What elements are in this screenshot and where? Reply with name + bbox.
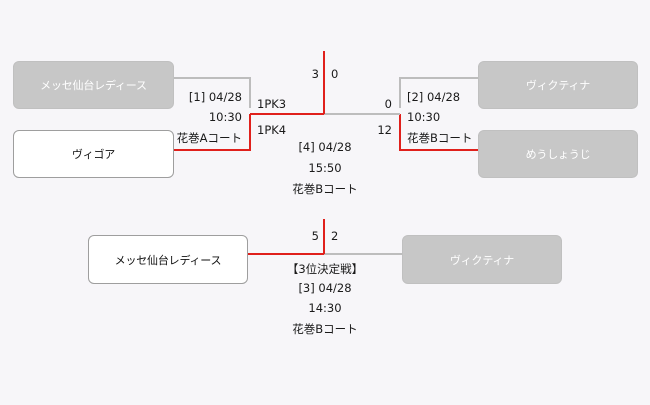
match-date: 04/28 [318, 140, 352, 154]
team-name: メッセ仙台レディース [40, 79, 147, 92]
semi1-bottom-line [174, 114, 251, 151]
final-match-info: [4] 04/28 [250, 140, 400, 154]
match-number: [3] [298, 281, 315, 295]
third-score-left: 5 [311, 229, 319, 243]
final-score-left: 3 [311, 67, 319, 81]
team-name: ヴィクティナ [449, 253, 515, 267]
third-time: 14:30 [308, 301, 342, 315]
semi2-bottom-line [399, 114, 478, 151]
third-title: 【3位決定戦】 [286, 262, 364, 276]
team-box-semi2-top[interactable]: ヴィクティナ [478, 61, 638, 109]
semi2-match-info: [2] 04/28 [407, 90, 460, 104]
team-box-third-left[interactable]: メッセ仙台レディース [88, 235, 248, 284]
semi2-top-line [399, 77, 478, 108]
match-date: 04/28 [426, 90, 461, 104]
team-box-semi1-top[interactable]: メッセ仙台レディース [13, 61, 174, 109]
team-name: めうしょうじ [525, 148, 591, 161]
semi1-time: 10:30 [208, 110, 242, 124]
semi2-venue: 花巻Bコート [407, 131, 473, 145]
semi2-time: 10:30 [407, 110, 441, 124]
match-date: 04/28 [318, 281, 352, 295]
semi2-score-bottom: 12 [377, 123, 392, 137]
semi2-score-top: 0 [384, 97, 392, 111]
team-name: ヴィゴア [71, 148, 116, 161]
match-number: [2] [407, 90, 424, 104]
semi1-pk-bottom: 1PK4 [257, 123, 287, 137]
match-date: 04/28 [208, 90, 242, 104]
semi1-pk-top: 1PK3 [257, 97, 287, 111]
semi1-match-info: [1] 04/28 [189, 90, 242, 104]
team-box-third-right[interactable]: ヴィクティナ [402, 235, 562, 284]
team-name: メッセ仙台レディース [114, 253, 222, 267]
team-name: ヴィクティナ [525, 79, 591, 92]
match-number: [1] [188, 90, 206, 104]
team-box-semi1-bottom[interactable]: ヴィゴア [13, 130, 174, 178]
third-venue: 花巻Bコート [292, 322, 358, 336]
final-score-right: 0 [331, 67, 339, 81]
final-venue: 花巻Bコート [292, 182, 358, 196]
semi1-venue: 花巻Aコート [176, 131, 242, 145]
third-score-right: 2 [331, 229, 339, 243]
semi1-top-line [174, 77, 251, 108]
final-time: 15:50 [308, 161, 342, 175]
third-match-info: [3] 04/28 [245, 281, 405, 295]
team-box-semi2-bottom[interactable]: めうしょうじ [478, 130, 638, 178]
match-number: [4] [298, 140, 315, 154]
